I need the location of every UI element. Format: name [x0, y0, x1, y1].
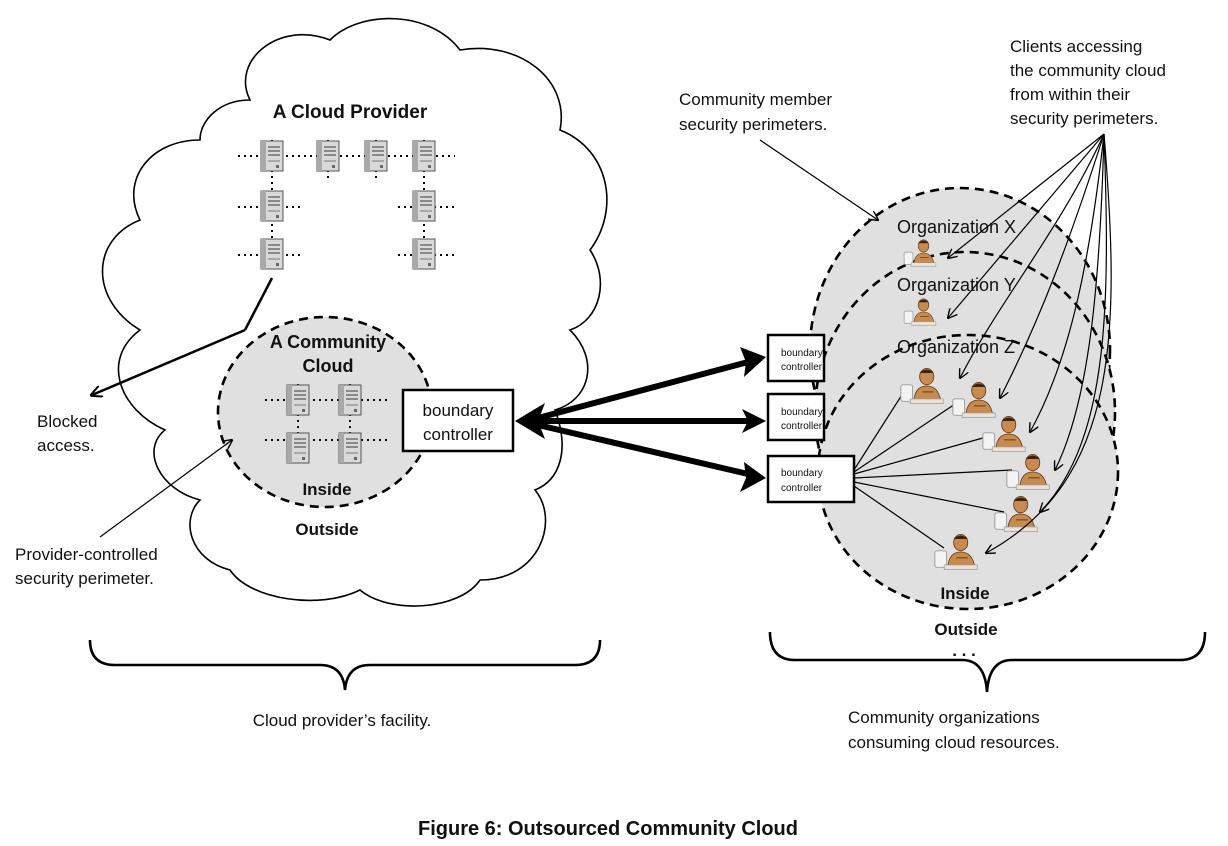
perimeter-label-line1: Provider-controlled — [15, 545, 158, 564]
blocked-access-line — [243, 277, 274, 331]
provider-boundary-controller — [401, 388, 515, 453]
server-icon — [316, 140, 340, 172]
provider-bc-line2: controller — [423, 425, 493, 444]
member-perimeters-line2: security perimeters. — [679, 115, 827, 134]
community-orgs-bracket — [768, 631, 1207, 693]
controller-arrowhead-z — [740, 462, 766, 492]
blocked-access-arrow — [92, 328, 246, 395]
server-icon — [260, 190, 284, 222]
clients-label-line1: Clients accessing — [1010, 37, 1142, 56]
server-icon — [412, 190, 436, 222]
controller-arrowhead-x — [740, 347, 766, 377]
org-x-label: Organization X — [897, 217, 1016, 237]
clients-label-line4: security perimeters. — [1010, 109, 1158, 128]
server-icon — [364, 140, 388, 172]
org-y-boundary-controller — [766, 392, 826, 442]
server-icon — [260, 238, 284, 270]
controller-arrowhead-left — [515, 403, 545, 439]
community-cloud-title-line1: A Community — [270, 332, 386, 352]
provider-facility-bracket — [88, 639, 602, 691]
figure-caption: Figure 6: Outsourced Community Cloud — [418, 818, 798, 840]
org-x-bc-line1: boundary — [781, 348, 823, 359]
community-orgs-label-line1: Community organizations — [848, 708, 1040, 727]
more-organizations-ellipsis: . . . — [952, 641, 976, 660]
org-z-label: Organization Z — [897, 337, 1015, 357]
org-z-boundary-controller — [766, 454, 856, 504]
clients-label-line3: from within their — [1010, 85, 1130, 104]
org-z-bc-line2: controller — [781, 483, 823, 494]
community-inside-label: Inside — [302, 480, 351, 499]
org-outside-label: Outside — [934, 620, 997, 639]
clients-label-line2: the community cloud — [1010, 61, 1166, 80]
provider-facility-label: Cloud provider’s facility. — [253, 711, 432, 730]
org-y-label: Organization Y — [897, 275, 1016, 295]
member-perimeters-pointer — [759, 139, 878, 220]
member-perimeters-line1: Community member — [679, 90, 832, 109]
provider-bc-line1: boundary — [423, 401, 494, 420]
cloud-provider-outline — [101, 17, 608, 607]
server-icon — [286, 384, 310, 416]
org-y-bc-line1: boundary — [781, 407, 823, 418]
blocked-access-line2: access. — [37, 436, 95, 455]
controller-arrowhead-y — [742, 409, 766, 433]
cloud-provider-title: A Cloud Provider — [273, 102, 428, 123]
perimeter-pointer — [99, 440, 232, 538]
org-z-bc-line1: boundary — [781, 468, 823, 479]
org-y-bc-line2: controller — [781, 421, 823, 432]
server-icon — [260, 140, 284, 172]
community-orgs-label-line2: consuming cloud resources. — [848, 733, 1060, 752]
org-z-client-links — [853, 389, 1013, 549]
server-icon — [412, 238, 436, 270]
server-icon — [338, 384, 362, 416]
org-x-boundary-controller — [766, 333, 826, 383]
clients-pointers — [948, 133, 1112, 553]
server-icon — [338, 432, 362, 464]
server-icon — [286, 432, 310, 464]
community-cloud-title-line2: Cloud — [303, 356, 354, 376]
blocked-access-line1: Blocked — [37, 412, 97, 431]
server-icon — [412, 140, 436, 172]
org-inside-label: Inside — [940, 584, 989, 603]
org-x-bc-line2: controller — [781, 362, 823, 373]
community-outside-label: Outside — [295, 520, 358, 539]
perimeter-label-line2: security perimeter. — [15, 569, 154, 588]
controller-connections — [537, 359, 752, 477]
